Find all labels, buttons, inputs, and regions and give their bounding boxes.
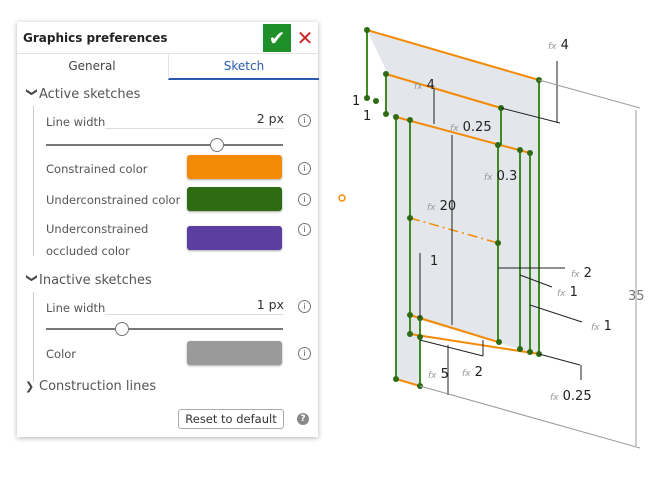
slider-thumb[interactable] — [209, 138, 224, 152]
info-icon[interactable]: i — [298, 162, 311, 175]
section-divider — [33, 292, 34, 382]
dimension-labels: fx 4 fx 4 fx 0.25 fx 0.3 fx 20 1 fx 2 fx… — [352, 38, 645, 404]
check-icon: ✔ — [268, 26, 286, 50]
tab-sketch[interactable]: Sketch — [168, 54, 319, 80]
dim-label[interactable]: 4 — [427, 78, 435, 93]
dim-label[interactable]: 0.25 — [563, 389, 592, 404]
dim-label[interactable]: 2 — [584, 266, 592, 281]
constrained-lines — [366, 29, 540, 387]
reset-to-default-button[interactable]: Reset to default — [178, 409, 284, 429]
dim-label[interactable]: 0.3 — [497, 169, 518, 184]
info-icon[interactable]: i — [298, 223, 311, 236]
fx-icon: fx — [591, 323, 600, 333]
dimension-lines — [419, 61, 583, 395]
svg-text:fx 2: fx 2 — [571, 266, 592, 281]
line-width-slider[interactable] — [46, 138, 283, 152]
underconstrained-color-label: Underconstrained color — [46, 193, 181, 207]
section-label: Inactive sketches — [39, 273, 152, 288]
inactive-sketches-toggle[interactable]: ❯Inactive sketches — [25, 273, 152, 288]
dim-label[interactable]: 4 — [561, 38, 569, 53]
line-width-input[interactable]: 1 px — [105, 297, 284, 315]
fx-icon: fx — [557, 289, 566, 299]
sketch-points[interactable] — [364, 27, 542, 389]
svg-text:fx 0.3: fx 0.3 — [484, 169, 517, 184]
fx-icon: fx — [548, 42, 557, 52]
occluded-color-label-1: Underconstrained — [46, 222, 149, 236]
fx-icon: fx — [484, 173, 493, 183]
confirm-button[interactable]: ✔ — [263, 24, 291, 52]
close-icon: ✕ — [296, 26, 314, 50]
dim-label[interactable]: 1 — [604, 319, 612, 334]
construction-lines-toggle[interactable]: ❯ Construction lines — [25, 379, 156, 394]
occluded-color-label-2: occluded color — [46, 244, 130, 258]
fx-icon: fx — [414, 82, 423, 92]
info-icon[interactable]: i — [298, 193, 311, 206]
color-label: Color — [46, 347, 77, 361]
tab-general[interactable]: General — [68, 59, 116, 73]
inactive-color-swatch[interactable] — [187, 341, 282, 365]
section-divider — [33, 106, 34, 256]
fx-icon: fx — [428, 371, 437, 381]
section-label: Active sketches — [39, 87, 141, 102]
line-width-slider[interactable] — [46, 322, 283, 336]
dim-label[interactable]: 20 — [440, 199, 457, 214]
svg-text:fx 1: fx 1 — [591, 319, 612, 334]
fx-icon: fx — [571, 270, 580, 280]
line-width-label: Line width — [46, 301, 106, 315]
dim-label[interactable]: 35 — [628, 289, 645, 304]
section-label: Construction lines — [39, 379, 157, 394]
underconstrained-color-swatch[interactable] — [187, 187, 282, 211]
help-icon[interactable]: ? — [297, 413, 309, 425]
chevron-right-icon: ❯ — [25, 380, 35, 393]
dim-label[interactable]: 2 — [475, 365, 483, 380]
svg-text:fx 2: fx 2 — [462, 365, 483, 380]
dim-label[interactable]: 1 — [363, 109, 371, 124]
dim-label[interactable]: 1 — [352, 94, 360, 109]
constrained-color-label: Constrained color — [46, 162, 148, 176]
svg-text:fx 4: fx 4 — [548, 38, 569, 53]
tab-bar: General Sketch — [17, 53, 319, 80]
svg-text:fx 1: fx 1 — [557, 285, 578, 300]
dialog-title: Graphics preferences — [23, 31, 168, 45]
svg-text:fx 20: fx 20 — [427, 199, 456, 214]
svg-text:fx 0.25: fx 0.25 — [450, 120, 492, 135]
dim-label[interactable]: 1 — [570, 285, 578, 300]
overall-dimension — [419, 79, 641, 449]
cancel-button[interactable]: ✕ — [295, 24, 315, 52]
origin-point[interactable] — [338, 194, 346, 202]
graphics-preferences-panel: Graphics preferences ✔ ✕ General Sketch … — [17, 22, 319, 437]
fx-icon: fx — [550, 393, 559, 403]
svg-text:fx 5: fx 5 — [428, 367, 449, 382]
dim-label[interactable]: 5 — [441, 367, 449, 382]
fx-icon: fx — [462, 369, 471, 379]
line-width-label: Line width — [46, 115, 106, 129]
occluded-color-swatch[interactable] — [187, 226, 282, 250]
constrained-color-swatch[interactable] — [187, 155, 282, 179]
dim-label[interactable]: 1 — [430, 254, 438, 269]
fx-icon: fx — [427, 203, 436, 213]
info-icon[interactable]: i — [298, 300, 311, 313]
active-sketches-toggle[interactable]: ❯Active sketches — [25, 87, 141, 102]
slider-thumb[interactable] — [114, 322, 129, 336]
info-icon[interactable]: i — [298, 114, 311, 127]
dim-label[interactable]: 0.25 — [463, 120, 492, 135]
fx-icon: fx — [450, 124, 459, 134]
svg-text:fx 0.25: fx 0.25 — [550, 389, 592, 404]
line-width-input[interactable]: 2 px — [105, 111, 284, 129]
info-icon[interactable]: i — [298, 347, 311, 360]
svg-text:fx 4: fx 4 — [414, 78, 435, 93]
